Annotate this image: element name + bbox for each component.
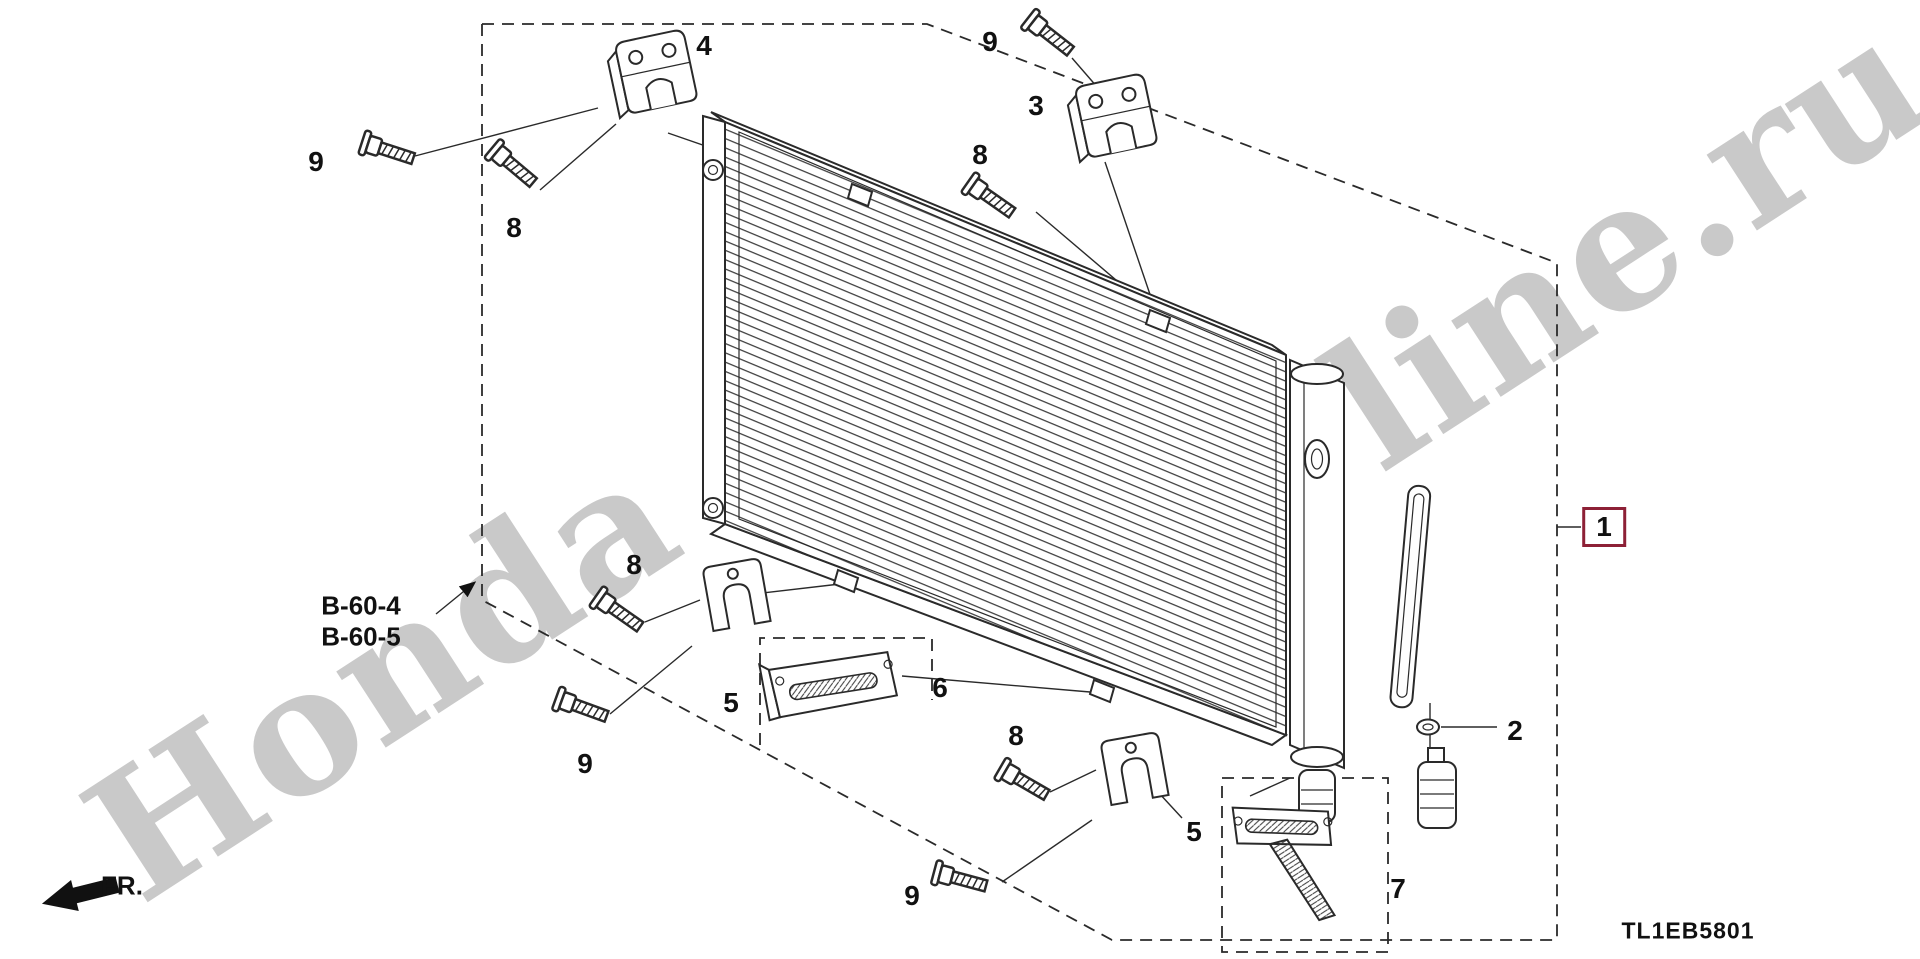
callout-7[interactable]: 7 <box>1390 873 1406 904</box>
callout-9-top[interactable]: 9 <box>982 26 998 57</box>
bolt-9-bottom <box>929 858 991 900</box>
mount-tab <box>846 182 874 208</box>
mount-tab <box>1088 678 1116 704</box>
fr-label: FR. <box>101 870 143 901</box>
valve-cap <box>1417 747 1457 829</box>
bracket-7 <box>1231 806 1337 922</box>
callout-5-rear[interactable]: 5 <box>1186 816 1202 847</box>
callout-4[interactable]: 4 <box>696 30 712 61</box>
bracket-3 <box>1063 71 1160 164</box>
callout-9-lowerleft[interactable]: 9 <box>577 748 593 779</box>
callout-8-topmid[interactable]: 8 <box>972 139 988 170</box>
bolt-8-lowermid <box>992 755 1055 807</box>
callout-8-topleft[interactable]: 8 <box>506 212 522 243</box>
bolt-8-topleft <box>482 137 543 194</box>
callout-1[interactable]: 1 <box>1582 507 1626 547</box>
callout-6[interactable]: 6 <box>932 672 948 703</box>
callout-5-front[interactable]: 5 <box>723 687 739 718</box>
bracket-6 <box>757 650 899 722</box>
callout-8-midleft[interactable]: 8 <box>626 549 642 580</box>
bolt-9-lowerleft <box>550 685 613 730</box>
o-ring <box>1416 718 1440 736</box>
bracket-4 <box>603 27 700 120</box>
bracket-5-front <box>701 556 772 632</box>
ref-b-60-4[interactable]: B-60-4 <box>321 590 401 621</box>
bolt-8-midleft <box>587 584 649 639</box>
bolt-9-left <box>356 128 419 172</box>
callout-9-left[interactable]: 9 <box>308 146 324 177</box>
bolt-8-topmid <box>959 170 1021 225</box>
receiver-tank <box>1289 358 1345 823</box>
ref-b-60-5[interactable]: B-60-5 <box>321 621 401 652</box>
callout-8-lowermid[interactable]: 8 <box>1008 720 1024 751</box>
callout-2[interactable]: 2 <box>1507 715 1523 746</box>
bolt-9-top <box>1019 6 1080 63</box>
callout-9-bottom[interactable]: 9 <box>904 880 920 911</box>
bracket-5-rear <box>1099 730 1170 806</box>
mount-tab <box>832 568 860 594</box>
seal-strip <box>1389 484 1432 709</box>
condenser-core <box>702 111 1289 747</box>
leader-lines <box>414 57 1581 883</box>
callout-3[interactable]: 3 <box>1028 90 1044 121</box>
fr-direction-arrow-icon <box>41 877 120 912</box>
diagram-code: TL1EB5801 <box>1621 917 1755 944</box>
mount-tab <box>1144 308 1172 334</box>
